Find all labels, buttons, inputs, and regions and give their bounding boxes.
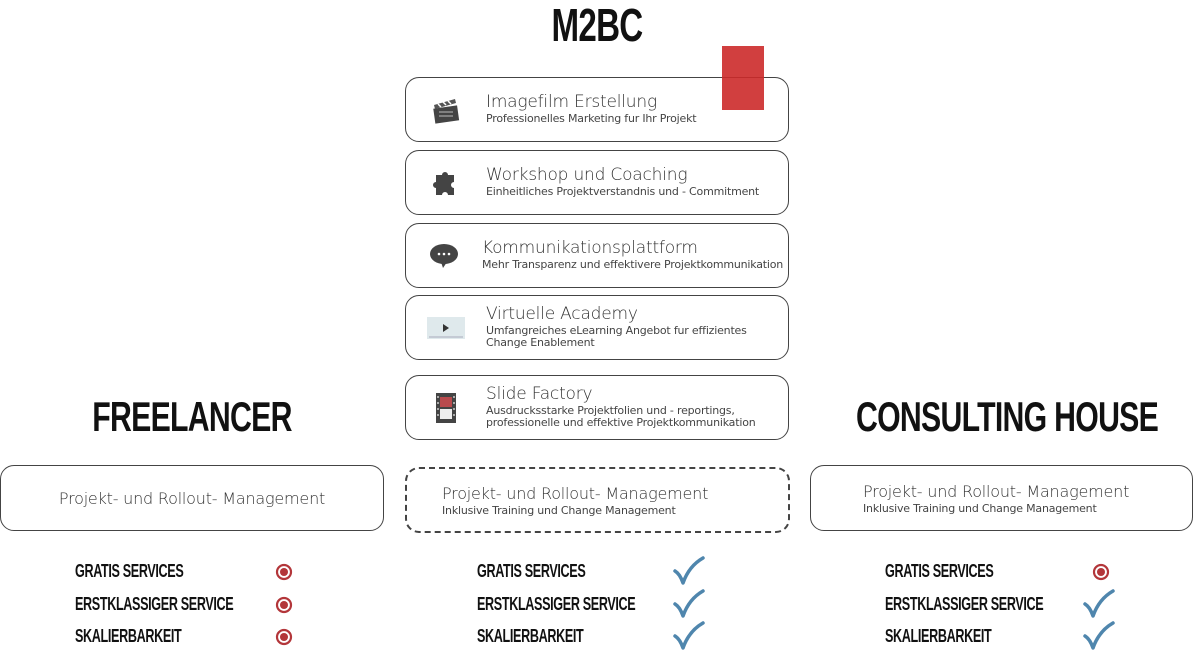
heading-consulting-house: CONSULTING HOUSE (856, 393, 1159, 440)
management-card-m2bc: Projekt- und Rollout- Management Inklusi… (405, 467, 790, 533)
red-dot-icon (275, 628, 293, 650)
service-title: Slide Factory (486, 384, 593, 404)
red-dot-icon (275, 563, 293, 585)
service-subtitle: Ausdrucksstarke Projektfolien und - repo… (486, 404, 756, 429)
management-title: Projekt- und Rollout- Management (863, 481, 1130, 501)
checkmark-icon (672, 589, 706, 623)
service-subtitle: Umfangreiches eLearning Angebot fur effi… (486, 324, 747, 349)
checkmark-icon (672, 556, 706, 590)
checkmark-icon (1082, 621, 1116, 655)
title-m2bc: M2BC (551, 0, 644, 51)
feature-label: ERSTKLASSIGER SERVICE (75, 594, 234, 614)
feature-label: SKALIERBARKEIT (477, 626, 584, 646)
feature-label: GRATIS SERVICES (75, 561, 184, 581)
accent-rectangle (722, 46, 764, 110)
management-title: Projekt- und Rollout- Management (58, 488, 326, 508)
service-subtitle: Einheitliches Projektverstandnis und - C… (486, 185, 760, 198)
feature-label: GRATIS SERVICES (477, 561, 586, 581)
clapperboard-icon (406, 95, 486, 125)
service-title: Imagefilm Erstellung (486, 92, 657, 112)
red-dot-icon (1092, 563, 1110, 585)
feature-label: ERSTKLASSIGER SERVICE (885, 594, 1044, 614)
management-card-consulting: Projekt- und Rollout- Management Inklusi… (810, 465, 1193, 531)
management-title: Projekt- und Rollout- Management (442, 483, 709, 503)
feature-label: GRATIS SERVICES (885, 561, 994, 581)
checkmark-icon (672, 621, 706, 655)
checkmark-icon (1082, 589, 1116, 623)
service-title: Virtuelle Academy (486, 304, 638, 324)
chat-bubble-icon (406, 242, 482, 270)
service-subtitle: Professionelles Marketing fur Ihr Projek… (486, 112, 697, 125)
feature-label: ERSTKLASSIGER SERVICE (477, 594, 636, 614)
red-dot-icon (275, 596, 293, 618)
service-subtitle: Mehr Transparenz und effektivere Projekt… (482, 258, 784, 271)
management-card-freelancer: Projekt- und Rollout- Management (0, 465, 384, 531)
feature-label: SKALIERBARKEIT (885, 626, 992, 646)
puzzle-icon (406, 169, 486, 197)
management-subtitle: Inklusive Training und Change Management (863, 501, 1097, 515)
feature-label: SKALIERBARKEIT (75, 626, 182, 646)
video-player-icon (406, 315, 486, 341)
service-title: Kommunikationsplattform (482, 238, 698, 258)
film-strip-icon (406, 392, 486, 424)
service-title: Workshop und Coaching (486, 165, 688, 185)
management-subtitle: Inklusive Training und Change Management (442, 503, 676, 517)
heading-freelancer: FREELANCER (92, 393, 292, 440)
